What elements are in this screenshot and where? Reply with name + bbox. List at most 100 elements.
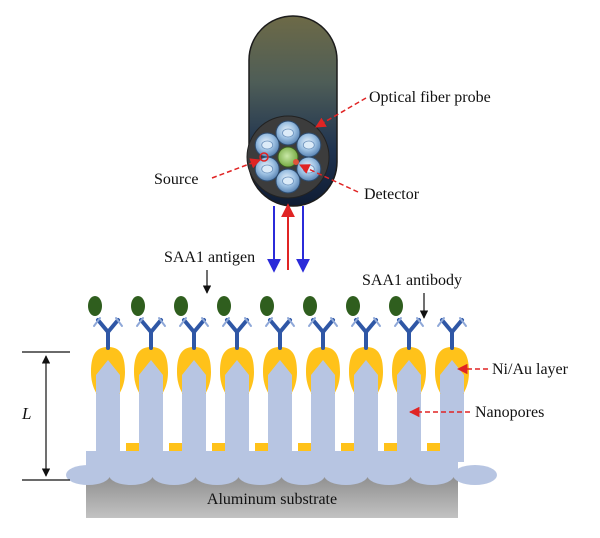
antibody-light-chain (373, 317, 381, 327)
light-path-arrows (267, 203, 310, 273)
probe-label: Optical fiber probe (369, 89, 491, 106)
antibody (265, 317, 295, 350)
antibody-light-chain (265, 317, 273, 327)
ni-au-cap (349, 347, 383, 394)
detector-marker (293, 159, 299, 165)
nanopore-pillar (268, 356, 292, 462)
antibody-light-chain (459, 317, 467, 327)
antibody (394, 317, 424, 350)
antibody-label: SAA1 antibody (362, 272, 462, 289)
pore-bottom-gold (298, 443, 313, 451)
antibody (93, 317, 123, 350)
antibody (136, 317, 166, 350)
ni-au-cap (435, 347, 469, 394)
ni-au-cap (177, 347, 211, 394)
optical-fiber-probe (246, 15, 338, 207)
source-pointer (211, 158, 261, 179)
antigen (174, 296, 188, 316)
antigens (88, 296, 403, 316)
fiber-core-highlight (302, 140, 315, 150)
antibody-arm (149, 318, 163, 334)
antibody-arm (450, 318, 464, 334)
antibodies (93, 317, 467, 350)
antigen (260, 296, 274, 316)
scallop (453, 465, 497, 485)
antibody (351, 317, 381, 350)
antibody-light-chain (115, 317, 123, 327)
antibody-light-chain (201, 317, 209, 327)
antibody (222, 317, 252, 350)
length-label: L (21, 404, 31, 423)
nanopore-pillar (96, 356, 120, 462)
fiber-core-highlight (282, 128, 294, 138)
pore-bottom-gold (255, 443, 270, 451)
antibody (179, 317, 209, 350)
antigen (131, 296, 145, 316)
ni-au-cap (220, 347, 254, 394)
nanopore-pillar (311, 356, 335, 462)
antibody-arm (354, 318, 368, 334)
antigen (346, 296, 360, 316)
antibody-arm (106, 318, 120, 334)
antibody-arm (225, 318, 239, 334)
antigen (217, 296, 231, 316)
source-label: Source (154, 171, 198, 188)
antibody-arm (268, 318, 282, 334)
antibody-arm (440, 318, 454, 334)
pore-bottom-gold (212, 443, 227, 451)
niau-label: Ni/Au layer (492, 361, 569, 378)
antibody-light-chain (93, 317, 101, 327)
antibody-arm (407, 318, 421, 334)
antibody-light-chain (330, 317, 338, 327)
antibody-light-chain (351, 317, 359, 327)
antibody (437, 317, 467, 350)
fiber-core-highlight (302, 164, 315, 174)
pore-bottom-gold (384, 443, 399, 451)
pore-bottom-gold (126, 443, 442, 451)
nanopore-pillar (397, 356, 421, 462)
pore-bottom-gold (126, 443, 141, 451)
antibody-light-chain (287, 317, 295, 327)
antibody-light-chain (158, 317, 166, 327)
antibody-light-chain (136, 317, 144, 327)
antibody-arm (364, 318, 378, 334)
antibody-light-chain (244, 317, 252, 327)
antigen (303, 296, 317, 316)
ni-au-cap (392, 347, 426, 394)
antibody-light-chain (222, 317, 230, 327)
fiber-bundle (254, 120, 322, 194)
antibody-arm (139, 318, 153, 334)
substrate-label: Aluminum substrate (207, 491, 337, 508)
antibody-arm (321, 318, 335, 334)
fiber-core-highlight (282, 176, 294, 186)
fiber-core-highlight (261, 140, 274, 150)
ni-au-cap (306, 347, 340, 394)
antigen (88, 296, 102, 316)
nanopores-label: Nanopores (475, 404, 544, 421)
nanopore-pillar (182, 356, 206, 462)
antibody-arm (182, 318, 196, 334)
antibody-arm (397, 318, 411, 334)
nanopore-pillar (354, 356, 378, 462)
length-dimension: L (21, 351, 70, 481)
pore-bottom-gold (341, 443, 356, 451)
antigen-label: SAA1 antigen (164, 249, 255, 266)
antibody-light-chain (416, 317, 424, 327)
fiber-core-highlight (261, 164, 274, 174)
ni-au-caps (91, 347, 469, 394)
ni-au-cap (91, 347, 125, 394)
source-marker (259, 152, 269, 162)
antibody-light-chain (308, 317, 316, 327)
antibody (308, 317, 338, 350)
antibody-light-chain (179, 317, 187, 327)
pore-bottom-gold (169, 443, 184, 451)
nanopore-pillar (139, 356, 163, 462)
antibody-arm (235, 318, 249, 334)
nanopore-pillar (440, 356, 464, 462)
nanopore-pillars (86, 356, 464, 475)
ni-au-cap (263, 347, 297, 394)
pore-bottom-gold (427, 443, 442, 451)
antibody-arm (96, 318, 110, 334)
ni-au-cap (134, 347, 168, 394)
